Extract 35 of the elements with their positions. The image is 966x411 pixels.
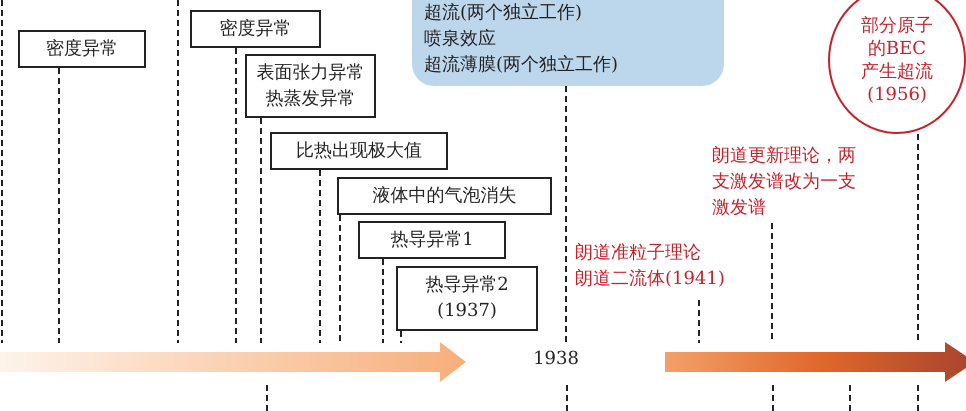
label-text: 热导异常1	[389, 228, 475, 252]
event-circle	[828, 0, 966, 134]
leader-line	[58, 68, 60, 343]
label-text: 部分原子的BEC产生超流(1956)	[860, 14, 934, 106]
leader-line	[382, 259, 384, 343]
label-text: 热导异常2 (1937)	[424, 273, 510, 323]
label-text: 液体中的气泡消失	[372, 184, 518, 208]
label-text: 朗道更新理论，两支激发谱改为一支激发谱	[712, 144, 857, 220]
leader-line	[565, 86, 567, 343]
label-text: 比热出现极大值	[295, 139, 423, 163]
leader-line	[698, 300, 700, 343]
label-box	[18, 30, 146, 68]
leader-line	[917, 134, 919, 343]
label-text: 密度异常	[45, 37, 119, 61]
label-text: 1938	[532, 347, 580, 371]
label-box	[245, 54, 376, 118]
label-text: 热蒸发异常	[264, 87, 356, 111]
label-text: 超流薄膜(两个独立工作)	[424, 53, 620, 77]
leader-line	[339, 215, 341, 343]
label-box	[270, 132, 448, 170]
leader-line	[260, 118, 262, 343]
leader-line	[235, 48, 237, 343]
label-text: 朗道准粒子理论	[575, 241, 702, 265]
leader-line	[319, 170, 321, 343]
leader-line	[400, 331, 402, 343]
label-text: 喷泉效应	[424, 27, 497, 51]
label-box	[337, 177, 552, 215]
label-box	[396, 266, 538, 331]
highlight-box	[412, 0, 724, 86]
label-text: 朗道二流体(1941)	[575, 267, 726, 291]
label-text: 超流(两个独立工作)	[424, 1, 584, 25]
label-box	[190, 10, 321, 48]
label-text: 密度异常	[218, 17, 292, 41]
label-text: 表面张力异常	[256, 61, 366, 85]
label-box	[358, 221, 506, 259]
